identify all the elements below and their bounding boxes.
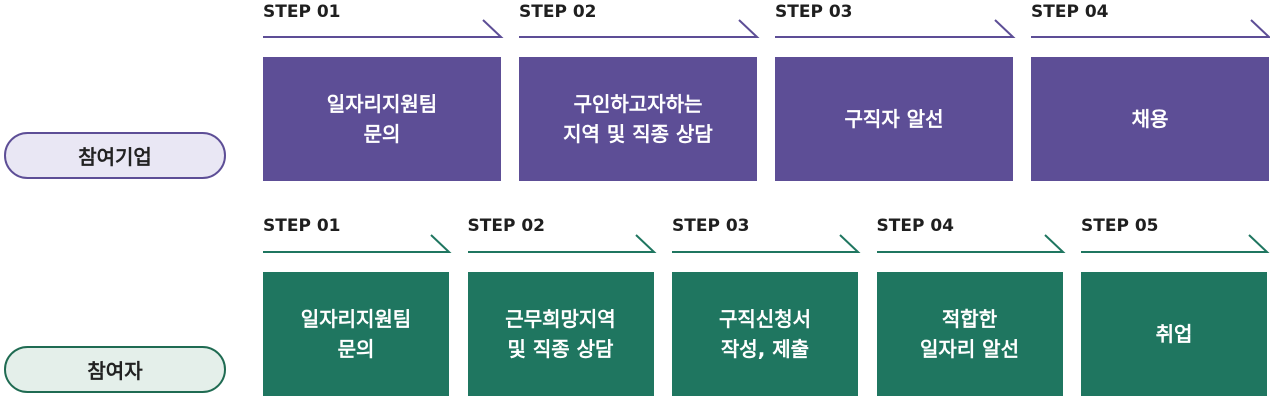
arrow-line-icon	[876, 234, 1066, 253]
step-number-label: STEP 02	[519, 2, 597, 22]
step-number-label: STEP 03	[672, 216, 750, 236]
step-box: 구직자 알선	[775, 57, 1013, 181]
step-box: 근무희망지역 및 직종 상담	[467, 272, 654, 396]
arrow-line-icon	[263, 234, 452, 253]
arrow-line-icon	[263, 19, 504, 38]
step-number-label: STEP 01	[263, 2, 341, 22]
step-box: 일자리지원팀 문의	[263, 272, 449, 396]
arrow-line-icon	[467, 234, 657, 253]
step-number-label: STEP 03	[775, 2, 853, 22]
arrow-line-icon	[672, 234, 861, 253]
participant-row-label: 참여자	[4, 346, 226, 393]
step-box: 적합한 일자리 알선	[876, 272, 1063, 396]
step-number-label: STEP 04	[1031, 2, 1109, 22]
step-number-label: STEP 04	[876, 216, 955, 236]
step-number-label: STEP 02	[467, 216, 546, 236]
step-box: 구인하고자하는 지역 및 직종 상담	[519, 57, 757, 181]
step-box: 일자리지원팀 문의	[263, 57, 501, 181]
arrow-line-icon	[1081, 234, 1270, 253]
arrow-line-icon	[1031, 19, 1270, 38]
step-box: 취업	[1081, 272, 1267, 396]
step-box: 구직신청서 작성, 제출	[672, 272, 858, 396]
step-box: 채용	[1031, 57, 1269, 181]
company-row-label: 참여기업	[4, 132, 226, 179]
step-number-label: STEP 01	[263, 216, 341, 236]
arrow-line-icon	[519, 19, 760, 38]
step-number-label: STEP 05	[1081, 216, 1159, 236]
arrow-line-icon	[775, 19, 1016, 38]
